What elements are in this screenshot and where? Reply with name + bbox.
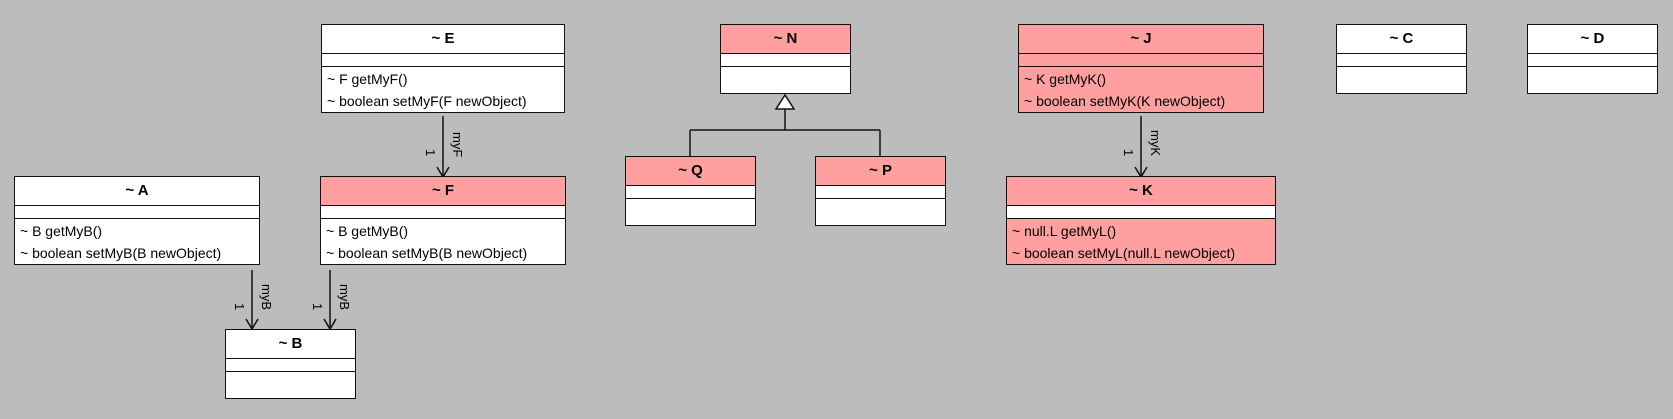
class-n-attributes <box>721 54 850 67</box>
operation: ~ null.L getMyL() <box>1012 223 1117 239</box>
operation: ~ boolean setMyB(B newObject) <box>326 245 528 261</box>
class-j-operations: ~ K getMyK() ~ boolean setMyK(K newObjec… <box>1019 67 1263 112</box>
operation: ~ boolean setMyB(B newObject) <box>20 245 222 261</box>
class-b-operations <box>226 372 355 398</box>
class-b-name: ~ B <box>226 330 355 359</box>
class-q-operations <box>626 199 755 225</box>
operation: ~ B getMyB() <box>326 223 409 239</box>
class-j-attributes <box>1019 54 1263 67</box>
multiplicity-f-b: 1 <box>310 303 325 311</box>
role-label-j-k: myK <box>1148 130 1163 156</box>
operation: ~ boolean setMyF(F newObject) <box>327 93 527 109</box>
class-k[interactable]: ~ K ~ null.L getMyL() ~ boolean setMyL(n… <box>1006 176 1276 265</box>
class-c[interactable]: ~ C <box>1336 24 1467 94</box>
class-j[interactable]: ~ J ~ K getMyK() ~ boolean setMyK(K newO… <box>1018 24 1264 113</box>
role-label-a-b: myB <box>259 284 274 310</box>
class-p-operations <box>816 199 945 225</box>
class-d-name: ~ D <box>1528 25 1657 54</box>
class-n[interactable]: ~ N <box>720 24 851 94</box>
class-e[interactable]: ~ E ~ F getMyF() ~ boolean setMyF(F newO… <box>321 24 565 113</box>
class-j-name: ~ J <box>1019 25 1263 54</box>
class-a-operations: ~ B getMyB() ~ boolean setMyB(B newObjec… <box>15 219 259 264</box>
class-n-name: ~ N <box>721 25 850 54</box>
generalization-triangle <box>774 93 796 110</box>
class-d[interactable]: ~ D <box>1527 24 1658 94</box>
class-f[interactable]: ~ F ~ B getMyB() ~ boolean setMyB(B newO… <box>320 176 566 265</box>
class-b-attributes <box>226 359 355 372</box>
role-label-e-f: myF <box>450 132 465 158</box>
class-c-name: ~ C <box>1337 25 1466 54</box>
multiplicity-j-k: 1 <box>1121 149 1136 157</box>
class-a[interactable]: ~ A ~ B getMyB() ~ boolean setMyB(B newO… <box>14 176 260 265</box>
class-e-name: ~ E <box>322 25 564 54</box>
class-k-name: ~ K <box>1007 177 1275 206</box>
role-label-f-b: myB <box>337 284 352 310</box>
class-q-name: ~ Q <box>626 157 755 186</box>
class-b[interactable]: ~ B <box>225 329 356 399</box>
class-c-operations <box>1337 67 1466 93</box>
class-a-attributes <box>15 206 259 219</box>
class-q-attributes <box>626 186 755 199</box>
class-c-attributes <box>1337 54 1466 67</box>
class-k-attributes <box>1007 206 1275 219</box>
operation: ~ K getMyK() <box>1024 71 1107 87</box>
class-e-attributes <box>322 54 564 67</box>
multiplicity-e-f: 1 <box>423 149 438 157</box>
class-e-operations: ~ F getMyF() ~ boolean setMyF(F newObjec… <box>322 67 564 112</box>
class-n-operations <box>721 67 850 93</box>
operation: ~ F getMyF() <box>327 71 408 87</box>
operation: ~ B getMyB() <box>20 223 103 239</box>
class-d-operations <box>1528 67 1657 93</box>
class-f-name: ~ F <box>321 177 565 206</box>
operation: ~ boolean setMyL(null.L newObject) <box>1012 245 1236 261</box>
class-f-operations: ~ B getMyB() ~ boolean setMyB(B newObjec… <box>321 219 565 264</box>
multiplicity-a-b: 1 <box>232 303 247 311</box>
class-f-attributes <box>321 206 565 219</box>
operation: ~ boolean setMyK(K newObject) <box>1024 93 1226 109</box>
class-q[interactable]: ~ Q <box>625 156 756 226</box>
class-p-name: ~ P <box>816 157 945 186</box>
class-p[interactable]: ~ P <box>815 156 946 226</box>
class-d-attributes <box>1528 54 1657 67</box>
class-p-attributes <box>816 186 945 199</box>
class-a-name: ~ A <box>15 177 259 206</box>
class-k-operations: ~ null.L getMyL() ~ boolean setMyL(null.… <box>1007 219 1275 264</box>
